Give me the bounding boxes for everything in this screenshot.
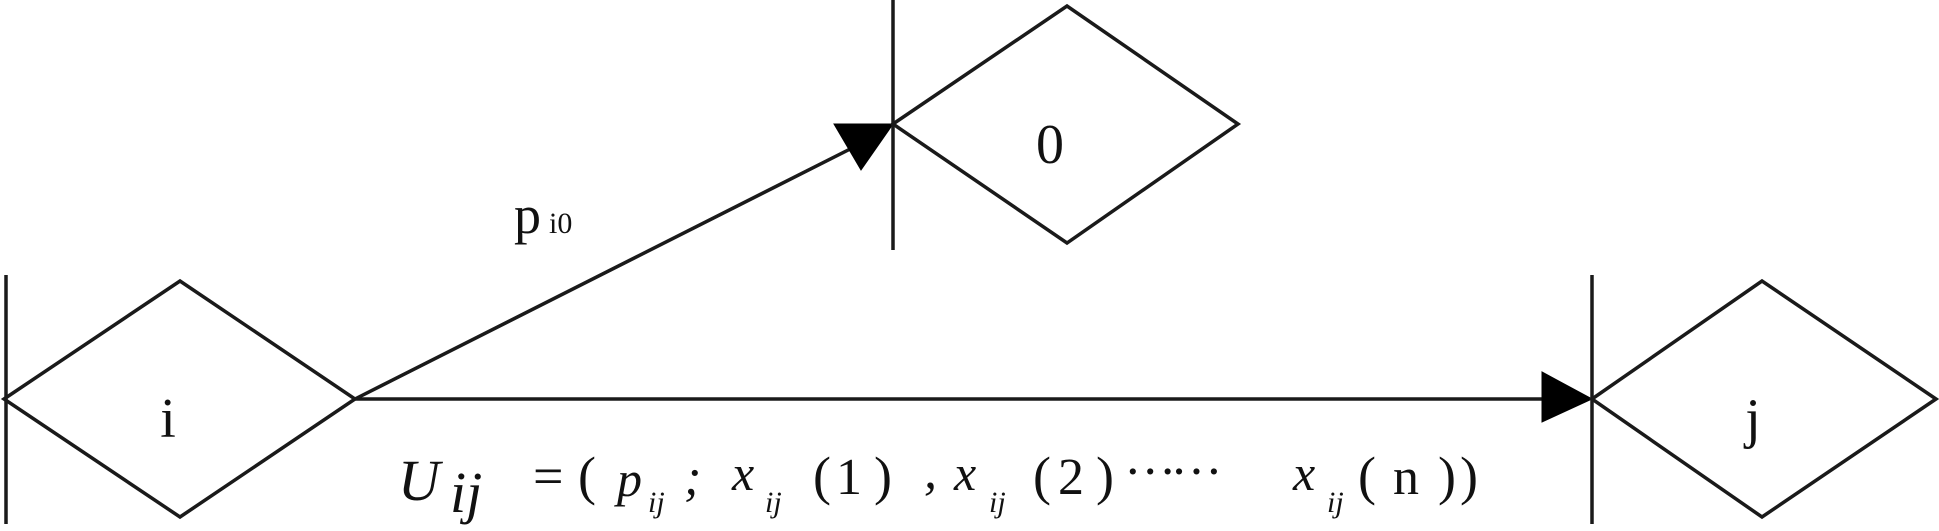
formula-p: p <box>614 451 642 507</box>
formula-x2: x <box>953 445 976 501</box>
formula-arg3-close: ) <box>1438 446 1456 506</box>
formula-arg3-open: ( <box>1358 446 1376 506</box>
formula-comma: , <box>924 443 937 500</box>
edge-i-to-0-line <box>354 138 869 401</box>
formula-arg2-close: ) <box>1096 446 1114 506</box>
formula-U-sub: ij <box>450 460 482 525</box>
edge-i-to-j-arrowhead <box>1541 371 1594 423</box>
formula-equals: = <box>533 446 563 506</box>
node-zero-label: 0 <box>1036 114 1064 176</box>
node-j-diamond <box>1588 278 1939 520</box>
edge-i-to-0-arrowhead <box>833 123 894 171</box>
edge-i-to-0-label-sub: i0 <box>549 207 572 240</box>
node-zero: 0 <box>889 0 1242 250</box>
formula-x3-sub: ij <box>1327 486 1344 519</box>
node-j-label: j <box>1743 388 1761 450</box>
formula-x1: x <box>731 445 754 501</box>
node-j: j <box>1588 275 1939 524</box>
edge-i-to-j-formula: U ij = ( p ij ; x ij ( 1 ) , x ij ( 2 ) … <box>398 429 1478 525</box>
formula-arg3: n <box>1393 449 1419 506</box>
node-zero-diamond <box>889 3 1242 246</box>
node-i-label: i <box>160 388 176 450</box>
node-i: i <box>0 275 359 524</box>
formula-U: U <box>398 448 444 513</box>
formula-open-paren: ( <box>578 446 596 506</box>
formula-x1-sub: ij <box>765 486 782 519</box>
formula-arg1-open: ( <box>813 446 831 506</box>
formula-p-sub: ij <box>648 486 665 519</box>
formula-arg1-close: ) <box>874 446 892 506</box>
formula-x2-sub: ij <box>989 486 1006 519</box>
formula-arg2: 2 <box>1058 449 1084 506</box>
formula-ellipsis: …… <box>1128 429 1220 486</box>
formula-close-paren: ) <box>1460 446 1478 506</box>
formula-semicolon: ; <box>684 449 701 506</box>
edge-i-to-0-label: p i0 <box>514 185 572 245</box>
edge-i-to-0-label-base: p <box>514 185 541 245</box>
formula-arg2-open: ( <box>1033 446 1051 506</box>
formula-arg1: 1 <box>836 449 862 506</box>
node-i-diamond <box>0 278 359 520</box>
formula-x3: x <box>1292 445 1315 501</box>
